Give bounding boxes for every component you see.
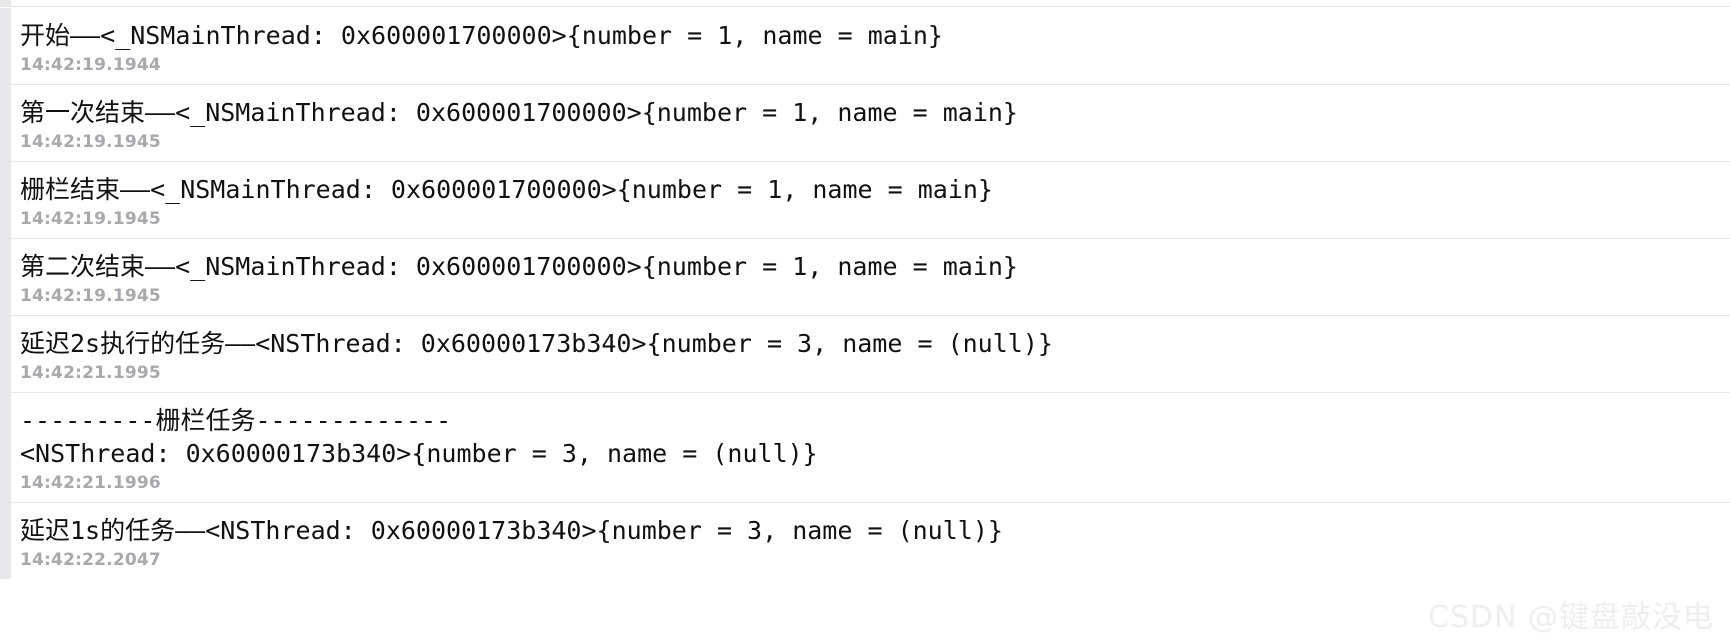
log-row-body: 延迟1s的任务——<NSThread: 0x60000173b340>{numb… [0,503,1730,579]
log-timestamp: 14:42:19.1945 [20,209,161,229]
log-row-body: 延迟2s执行的任务——<NSThread: 0x60000173b340>{nu… [0,316,1730,392]
log-timestamp: 14:42:21.1995 [20,363,161,383]
clipped-top-row [0,0,1730,7]
log-gutter-strip [0,0,11,7]
log-message: 栅栏结束——<_NSMainThread: 0x600001700000>{nu… [20,175,993,204]
log-message: 开始——<_NSMainThread: 0x600001700000>{numb… [20,21,943,50]
log-message: ---------栅栏任务------------- <NSThread: 0x… [20,406,818,468]
log-row[interactable]: 延迟2s执行的任务——<NSThread: 0x60000173b340>{nu… [0,316,1730,393]
console-log-list[interactable]: 开始——<_NSMainThread: 0x600001700000>{numb… [0,8,1730,579]
log-row[interactable]: 开始——<_NSMainThread: 0x600001700000>{numb… [0,8,1730,85]
log-gutter-strip [0,393,11,502]
log-gutter-strip [0,503,11,579]
log-message: 第二次结束——<_NSMainThread: 0x600001700000>{n… [20,252,1018,281]
log-message: 延迟1s的任务——<NSThread: 0x60000173b340>{numb… [20,516,1003,545]
log-row-body: 开始——<_NSMainThread: 0x600001700000>{numb… [0,8,1730,84]
log-row[interactable]: ---------栅栏任务------------- <NSThread: 0x… [0,393,1730,503]
csdn-watermark: CSDN @键盘敲没电 [1427,600,1714,635]
log-timestamp: 14:42:19.1945 [20,132,161,152]
log-row-body: 栅栏结束——<_NSMainThread: 0x600001700000>{nu… [0,162,1730,238]
log-row-body: 第一次结束——<_NSMainThread: 0x600001700000>{n… [0,85,1730,161]
log-timestamp: 14:42:19.1944 [20,55,161,75]
log-timestamp: 14:42:21.1996 [20,473,161,493]
log-gutter-strip [0,8,11,84]
log-row-body: ---------栅栏任务------------- <NSThread: 0x… [0,393,1730,502]
log-gutter-strip [0,316,11,392]
log-row[interactable]: 栅栏结束——<_NSMainThread: 0x600001700000>{nu… [0,162,1730,239]
log-row-body: 第二次结束——<_NSMainThread: 0x600001700000>{n… [0,239,1730,315]
log-message: 第一次结束——<_NSMainThread: 0x600001700000>{n… [20,98,1018,127]
log-row[interactable]: 第一次结束——<_NSMainThread: 0x600001700000>{n… [0,85,1730,162]
log-gutter-strip [0,239,11,315]
log-message: 延迟2s执行的任务——<NSThread: 0x60000173b340>{nu… [20,329,1053,358]
log-timestamp: 14:42:19.1945 [20,286,161,306]
log-gutter-strip [0,162,11,238]
log-row[interactable]: 第二次结束——<_NSMainThread: 0x600001700000>{n… [0,239,1730,316]
log-row[interactable]: 延迟1s的任务——<NSThread: 0x60000173b340>{numb… [0,503,1730,579]
log-timestamp: 14:42:22.2047 [20,550,161,570]
log-gutter-strip [0,85,11,161]
